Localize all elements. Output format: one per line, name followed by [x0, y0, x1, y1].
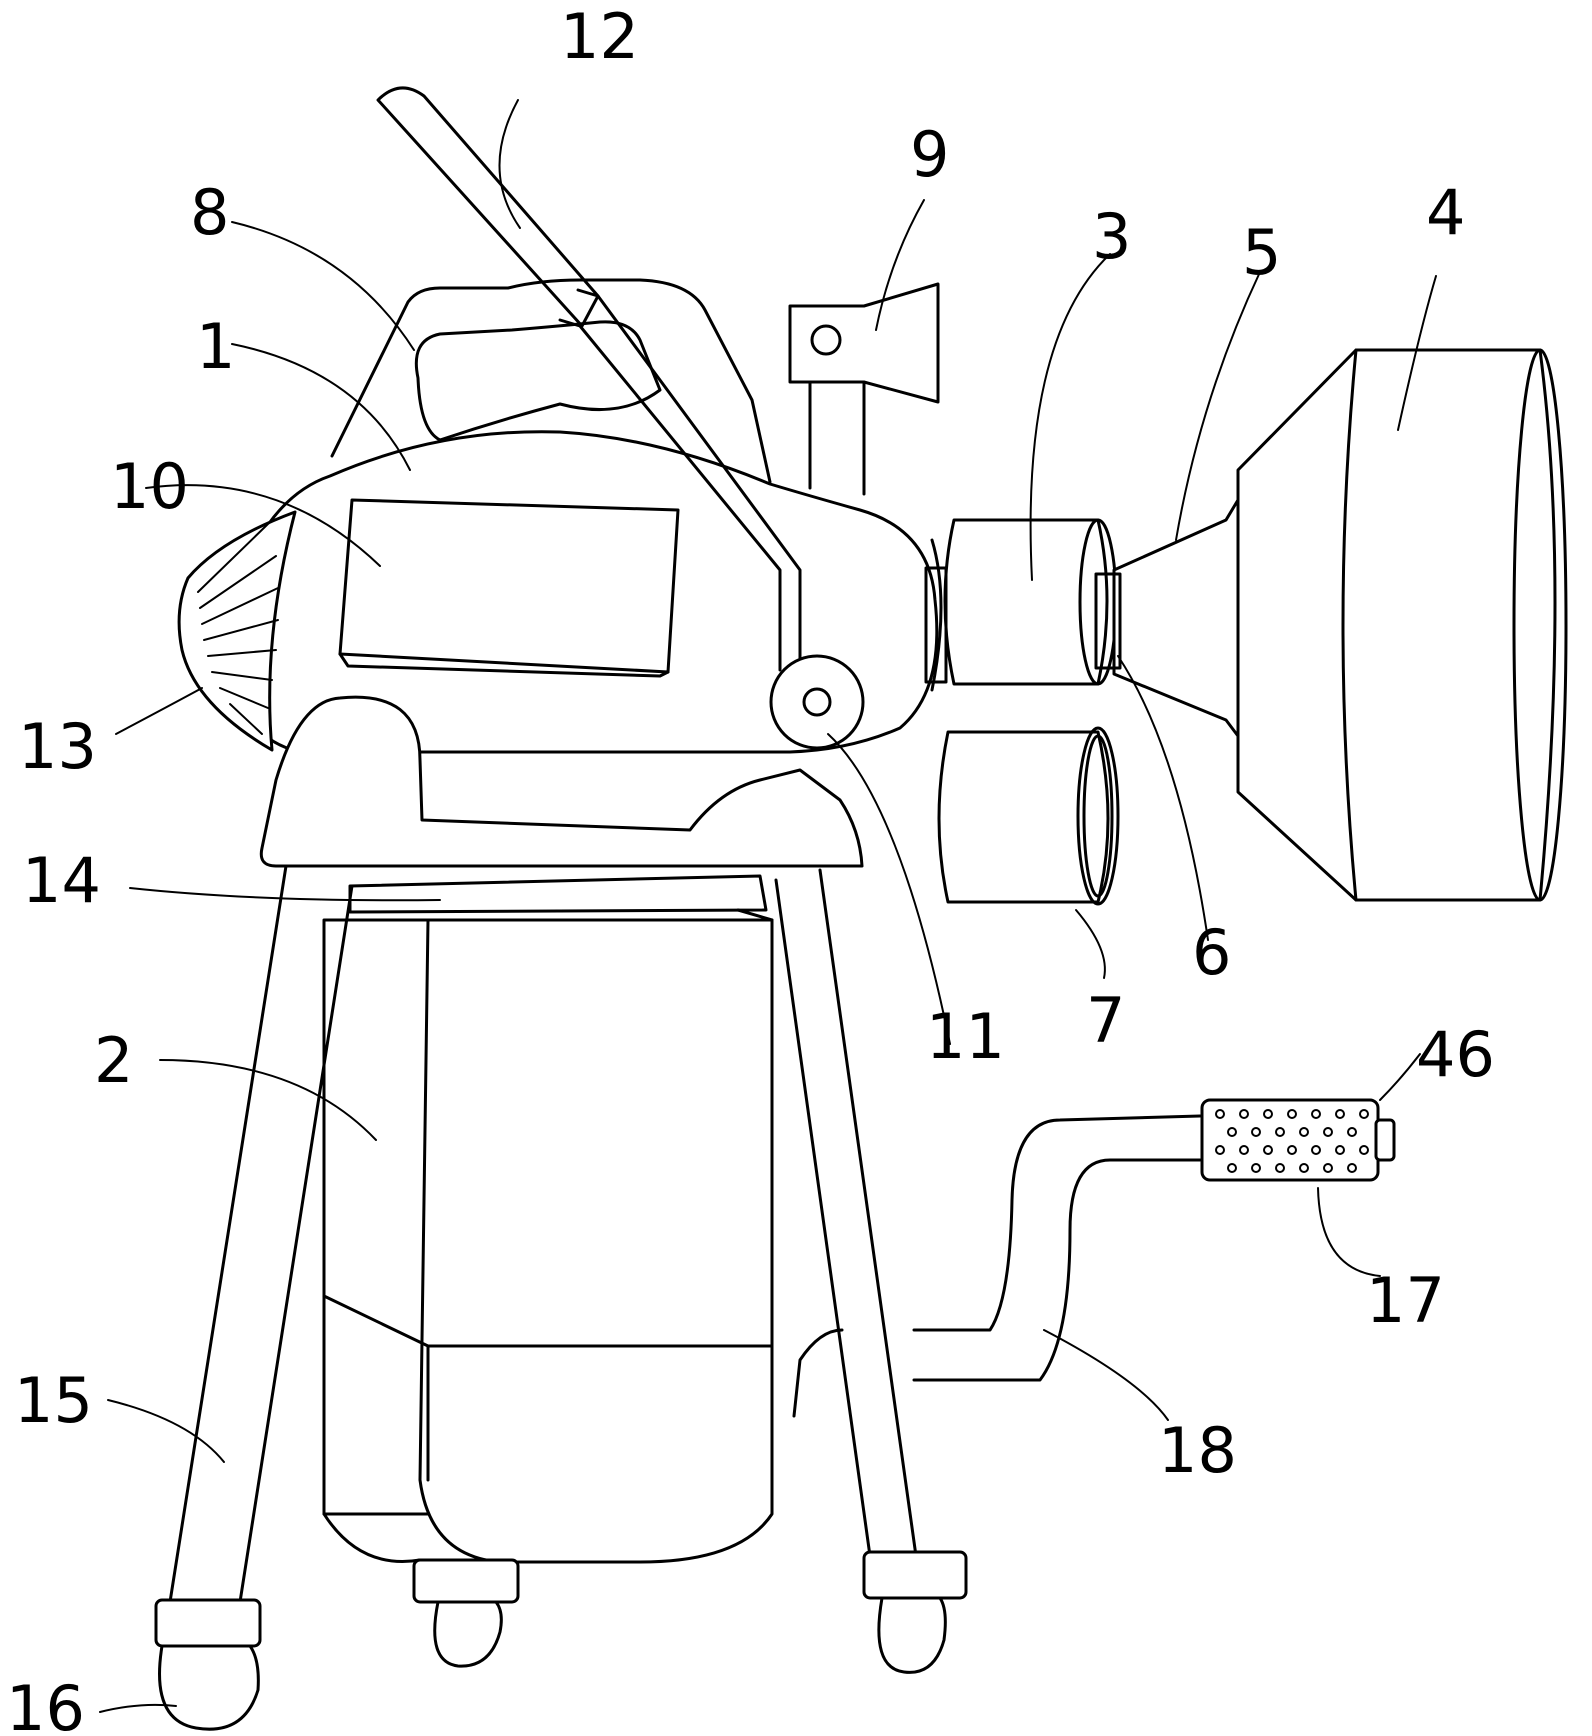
- drum-upper: [924, 518, 1118, 692]
- label-17: 17: [1366, 1264, 1445, 1337]
- leader-lines: [99, 99, 1437, 1713]
- pivot-knob: [769, 654, 865, 750]
- drum-lower: [937, 726, 1120, 906]
- label-11: 11: [926, 1000, 1005, 1073]
- label-4: 4: [1426, 176, 1465, 249]
- label-9: 9: [910, 118, 949, 191]
- label-12: 12: [560, 0, 639, 73]
- cable-drum: [1236, 348, 1568, 902]
- label-13: 13: [18, 710, 97, 783]
- caster-wheels: [154, 1550, 968, 1731]
- vented-front-cap: [177, 510, 297, 752]
- water-tank: [322, 908, 774, 1564]
- label-46: 46: [1416, 1018, 1495, 1091]
- perforated-filter: [1200, 1098, 1396, 1182]
- funnel-adapter: [1094, 478, 1252, 754]
- handle-bar: [376, 86, 802, 682]
- label-8: 8: [190, 176, 229, 249]
- label-1: 1: [196, 310, 235, 383]
- label-14: 14: [22, 844, 101, 917]
- support-legs: [168, 864, 918, 1604]
- label-5: 5: [1242, 216, 1281, 289]
- control-panel: [338, 498, 680, 678]
- label-16: 16: [6, 1672, 85, 1736]
- label-2: 2: [94, 1024, 133, 1097]
- label-15: 15: [14, 1364, 93, 1437]
- label-3: 3: [1092, 200, 1131, 273]
- label-10: 10: [110, 450, 189, 523]
- part-number-labels: 1 2 3 4 5 6 7 8 9 10 11 12 13 14 15 16 1…: [6, 0, 1495, 1736]
- drain-hose: [912, 1114, 1202, 1382]
- label-6: 6: [1192, 916, 1231, 989]
- motor-bracket: [788, 282, 940, 496]
- label-7: 7: [1086, 984, 1125, 1057]
- label-18: 18: [1158, 1414, 1237, 1487]
